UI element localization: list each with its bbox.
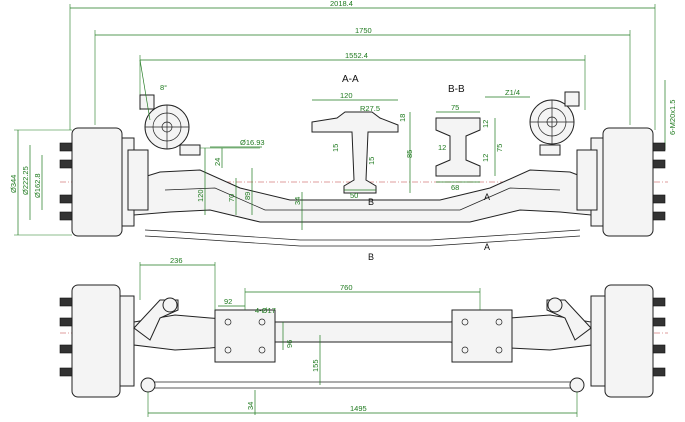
left-brake-chamber xyxy=(139,94,201,156)
dim-89: 89 xyxy=(243,192,252,200)
left-studs xyxy=(59,142,73,221)
dim-34: 34 xyxy=(293,197,302,205)
bb-dim-12c: 12 xyxy=(481,154,490,162)
dim-1552: 1552.4 xyxy=(345,51,368,60)
section-a-a: A-A 120 R27.5 18 15 15 85 50 xyxy=(311,74,414,200)
section-b-b-title: B-B xyxy=(448,84,465,95)
left-drum-top xyxy=(71,284,121,398)
aa-dim-18: 18 xyxy=(398,114,407,122)
dim-344: Ø344 xyxy=(9,175,18,193)
aa-dim-120: 120 xyxy=(340,91,353,100)
dim-1750: 1750 xyxy=(355,26,372,35)
dim-24: 24 xyxy=(213,158,222,166)
section-b-b: B-B 75 12 12 12 75 68 xyxy=(435,84,504,192)
right-studs-top xyxy=(652,297,666,377)
right-brake-chamber xyxy=(529,91,580,156)
bb-dim-12a: 12 xyxy=(481,120,490,128)
dim-760: 760 xyxy=(340,283,353,292)
bb-dim-68: 68 xyxy=(451,183,459,192)
marker-a-lower: A xyxy=(484,242,490,252)
dim-angle: 8° xyxy=(160,83,167,92)
right-brake-drum xyxy=(602,127,654,237)
front-view: 120 24 70 89 34 Ø16.93 8° Z1/4 B A B A xyxy=(59,59,668,262)
aa-dim-15b: 15 xyxy=(367,157,376,165)
dim-studs: 6-M20x1.5 xyxy=(668,100,677,135)
top-dimensions: 2018.4 1750 1552.4 xyxy=(69,0,656,130)
right-studs xyxy=(652,142,666,221)
axle-beam-top xyxy=(133,314,592,351)
left-brake-drum xyxy=(71,127,123,237)
dim-96: 96 xyxy=(285,340,294,348)
aa-dim-r27: R27.5 xyxy=(360,104,380,113)
right-spring-pad xyxy=(451,309,513,363)
bb-dim-75v: 75 xyxy=(495,144,504,152)
aa-dim-15a: 15 xyxy=(331,144,340,152)
dim-34b: 34 xyxy=(246,402,255,410)
tie-rod-front xyxy=(144,229,581,241)
dim-1495: 1495 xyxy=(350,404,367,413)
bb-dim-12b: 12 xyxy=(438,143,446,152)
left-spring-pad xyxy=(214,309,276,363)
dim-155: 155 xyxy=(311,359,320,372)
dim-70: 70 xyxy=(227,194,236,202)
dim-162: Ø162.8 xyxy=(33,173,42,198)
bb-dim-75: 75 xyxy=(451,103,459,112)
left-diameters: Ø344 Ø222.25 Ø162.8 xyxy=(9,129,72,236)
marker-b-upper: B xyxy=(368,197,374,207)
aa-dim-85: 85 xyxy=(405,150,414,158)
dim-222: Ø222.25 xyxy=(21,166,30,195)
marker-a-upper: A xyxy=(484,192,490,202)
dim-holes: 4-Ø17 xyxy=(255,306,276,315)
pad-holes xyxy=(224,318,503,354)
top-view: 236 760 92 4-Ø17 96 155 34 1495 xyxy=(59,256,668,417)
dim-92: 92 xyxy=(224,297,232,306)
right-drum-top xyxy=(604,284,654,398)
left-studs-top xyxy=(59,297,73,377)
aa-dim-50: 50 xyxy=(350,191,358,200)
dim-120: 120 xyxy=(196,189,205,202)
dim-236: 236 xyxy=(170,256,183,265)
dim-2018: 2018.4 xyxy=(330,0,353,8)
section-a-a-title: A-A xyxy=(342,74,359,85)
dim-thread: Z1/4 xyxy=(505,88,520,97)
dim-taper: Ø16.93 xyxy=(240,138,265,147)
marker-b-lower: B xyxy=(368,252,374,262)
